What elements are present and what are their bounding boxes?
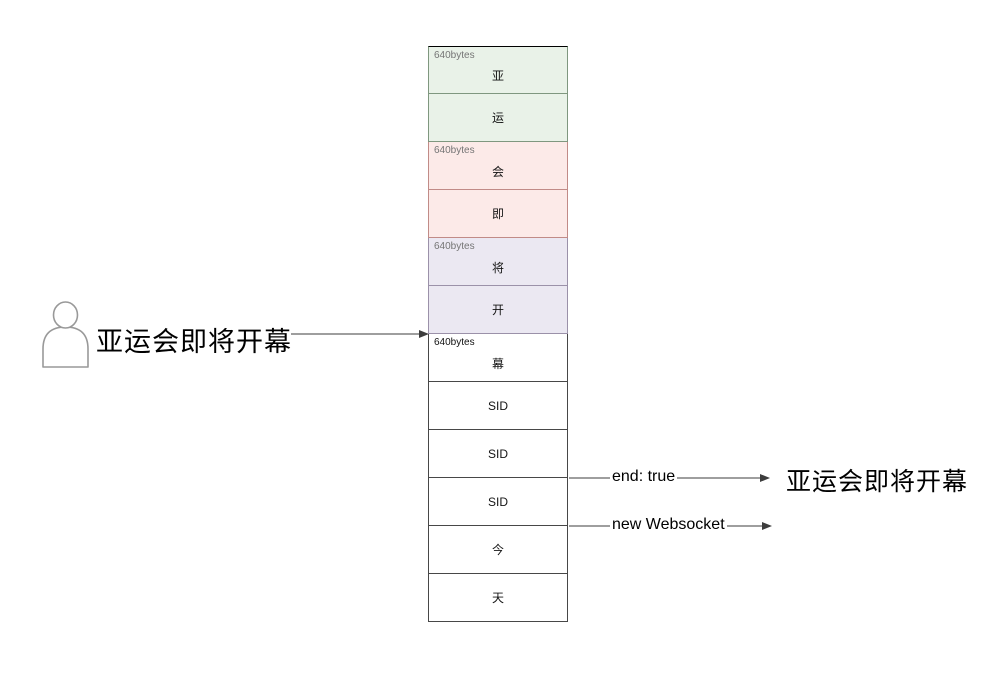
cell-size-label: 640bytes — [434, 241, 475, 252]
stack-cell: SID — [428, 430, 568, 478]
cell-char: 运 — [491, 111, 504, 125]
cell-char: 天 — [491, 591, 504, 605]
stack-cell: 即 — [428, 190, 568, 238]
stack-cell: SID — [428, 382, 568, 430]
cell-char: SID — [487, 446, 508, 461]
cell-char: SID — [487, 398, 508, 413]
stack-cell: 运 — [428, 94, 568, 142]
cell-char: 会 — [491, 164, 504, 179]
stack-cell: 640bytes 亚 — [428, 46, 568, 94]
cell-char: 幕 — [491, 356, 504, 371]
stack-cell: 开 — [428, 286, 568, 334]
stack-cell: 640bytes 将 — [428, 238, 568, 286]
cell-char: 开 — [491, 303, 504, 317]
stack-cell: 640bytes 会 — [428, 142, 568, 190]
stack-cell: SID — [428, 478, 568, 526]
cell-char: SID — [487, 494, 508, 509]
person-icon — [42, 301, 89, 368]
input-arrow — [291, 330, 429, 338]
chunk-stack: 640bytes 亚 运 640bytes 会 即 640bytes 将 开 6… — [428, 46, 568, 622]
stack-cell: 今 — [428, 526, 568, 574]
cell-char: 亚 — [491, 69, 504, 83]
stack-cell: 天 — [428, 574, 568, 622]
sender-message: 亚运会即将开幕 — [96, 327, 292, 357]
end-true-label: end: true — [610, 468, 678, 486]
stack-cell: 640bytes 幕 — [428, 334, 568, 382]
cell-size-label: 640bytes — [434, 337, 475, 348]
new-websocket-label: new Websocket — [610, 516, 727, 534]
receiver-message: 亚运会即将开幕 — [786, 468, 969, 496]
cell-size-label: 640bytes — [434, 50, 475, 61]
cell-size-label: 640bytes — [434, 145, 475, 156]
cell-char: 今 — [491, 543, 504, 557]
cell-char: 即 — [491, 207, 504, 221]
cell-char: 将 — [491, 260, 504, 275]
